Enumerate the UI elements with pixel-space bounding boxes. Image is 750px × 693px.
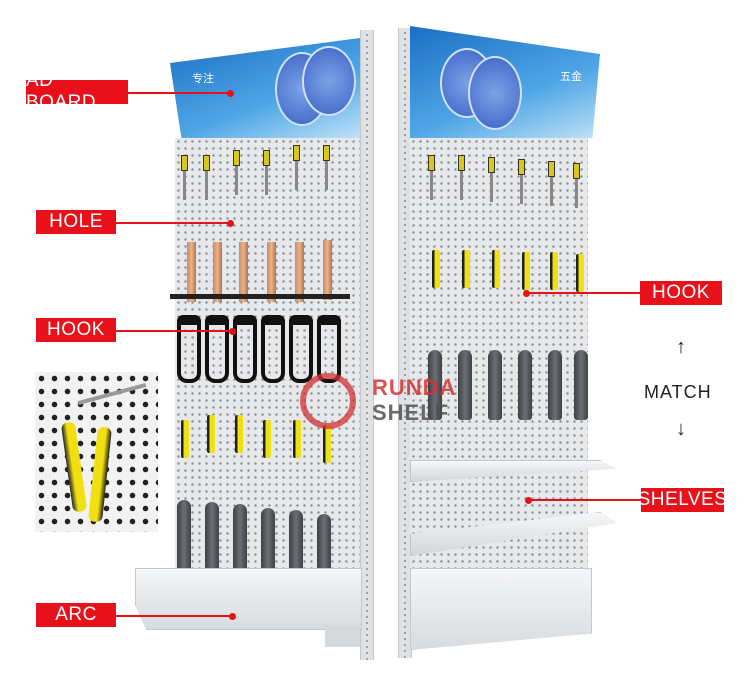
ad-board-text: 五金	[560, 71, 582, 83]
callout-dot	[525, 497, 532, 504]
callout-dot	[229, 328, 236, 335]
watermark-line1: RUNDA	[372, 375, 457, 400]
callout-line	[116, 330, 232, 332]
left-ad-board: 专注	[170, 38, 360, 138]
label-hook-right: HOOK	[640, 281, 722, 305]
left-tools	[170, 145, 360, 584]
ad-board-circle	[468, 56, 522, 130]
right-ad-board: 五金	[410, 26, 600, 138]
left-base-foot	[325, 625, 360, 647]
callout-dot	[227, 220, 234, 227]
left-arc-base	[135, 568, 362, 630]
label-shelves: SHELVES	[637, 488, 728, 512]
left-upright-post	[360, 30, 374, 660]
label-hook-left: HOOK	[36, 318, 116, 342]
callout-line	[116, 615, 232, 617]
callout-line	[116, 222, 230, 224]
match-text: MATCH	[644, 382, 712, 402]
callout-line	[528, 499, 641, 501]
ad-board-text: 专注	[192, 73, 214, 85]
watermark-line2: SHELF	[372, 400, 450, 425]
arrow-down-icon: ↓	[676, 418, 686, 440]
callout-dot	[523, 290, 530, 297]
right-arc-base	[410, 568, 592, 650]
callout-line	[526, 292, 640, 294]
left-pegboard	[175, 138, 360, 570]
inset-hook	[77, 383, 147, 405]
right-tools	[410, 150, 588, 450]
label-arc: ARC	[36, 603, 116, 627]
callout-dot	[227, 90, 234, 97]
label-ad-board: AD BOARD	[26, 70, 128, 113]
callout-line	[128, 92, 230, 94]
arrow-up-icon: ↑	[676, 336, 686, 358]
label-hole: HOLE	[36, 210, 116, 234]
ad-board-circle	[302, 46, 356, 116]
callout-dot	[229, 613, 236, 620]
runda-logo-icon	[300, 373, 356, 429]
inset-closeup-photo	[35, 372, 158, 532]
